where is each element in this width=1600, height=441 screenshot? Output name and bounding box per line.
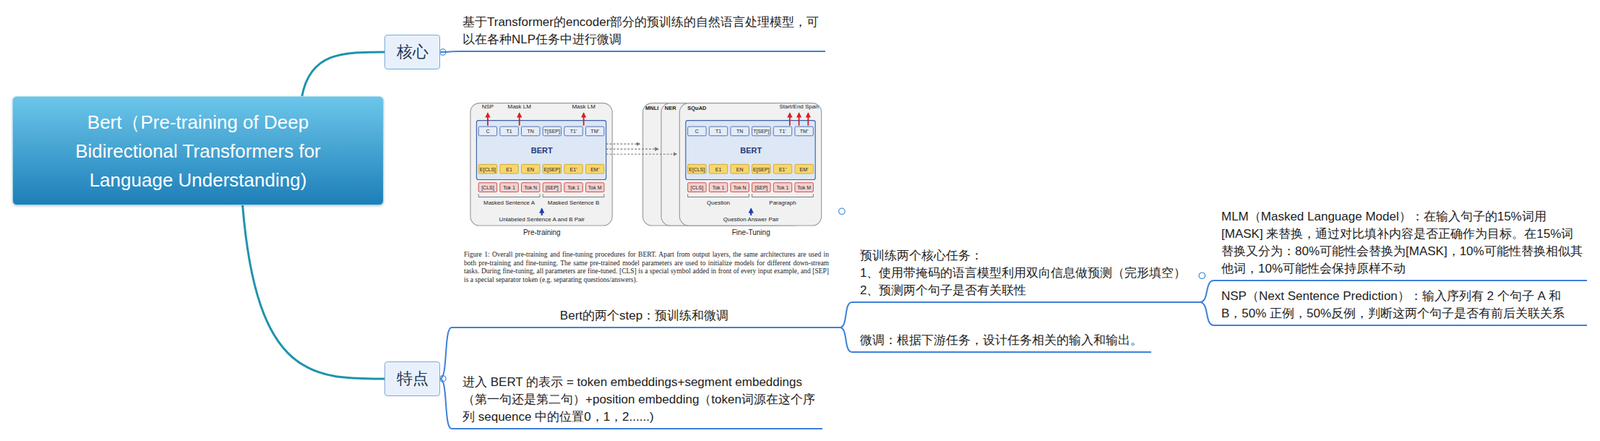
- figure-label: TM’: [590, 128, 600, 134]
- collapse-dots: [440, 49, 1206, 382]
- figure-label: BERT: [740, 145, 762, 154]
- connector: [242, 205, 385, 379]
- topic-text: 微调：根据下游任务，设计任务相关的输入和输出。: [859, 331, 1149, 350]
- pretraining-panel: [470, 103, 613, 226]
- connector: [440, 51, 460, 53]
- figure-label: Fine-Tuning: [732, 229, 771, 237]
- main-topic-box: 核心: [384, 34, 441, 70]
- figure-label: [SEP]: [754, 185, 768, 191]
- subtopic: NSP（Next Sentence Prediction）：输入序列有 2 个句…: [1214, 287, 1587, 326]
- figure-label: E1: [715, 166, 722, 172]
- topic-text: MLM（Masked Language Model）：在输入句子的15%词用[M…: [1221, 208, 1585, 278]
- transfer-arrows: [606, 143, 677, 154]
- subtopic: Bert的两个step：预训练和微调: [451, 307, 840, 329]
- subtopic: MLM（Masked Language Model）：在输入句子的15%词用[M…: [1214, 208, 1587, 282]
- figure-label: BERT: [531, 145, 553, 154]
- figure-label: T1: [715, 128, 722, 134]
- connector: [440, 378, 452, 429]
- figure-label: Tok M: [797, 185, 811, 191]
- topic-text: 进入 BERT 的表示 = token embeddings+segment e…: [462, 373, 820, 426]
- figure-label: MNLI: [645, 105, 659, 112]
- figure-label: Question: [706, 200, 730, 206]
- connector: [1199, 280, 1215, 303]
- figure-label: E[CLS]: [479, 166, 496, 172]
- figure-label: Tok M: [588, 185, 602, 191]
- connector: [839, 302, 853, 328]
- figure-label: Paragraph: [768, 200, 796, 206]
- figure-label: Start/End Span: [779, 104, 819, 110]
- figure-label: E1’: [569, 166, 577, 172]
- main-topic-box: 特点: [384, 361, 441, 397]
- figure-label: Tok N: [523, 185, 537, 191]
- figure-label: T[SEP]: [753, 128, 769, 134]
- figure-label: SQuAD: [687, 105, 707, 112]
- figure-label: EN: [736, 166, 744, 172]
- figure-label: [SEP]: [545, 185, 559, 191]
- figure-label: EM’: [590, 166, 600, 172]
- topic-text: 基于Transformer的encoder部分的预训练的自然语言处理模型，可以在…: [462, 13, 823, 49]
- figure-label: [CLS]: [690, 185, 704, 191]
- figure-label: [CLS]: [481, 185, 495, 191]
- figure-label: Tok 1: [502, 185, 516, 191]
- topic-text: Bert的两个step：预训练和微调: [451, 307, 837, 325]
- figure-label: Question Answer Pair: [723, 216, 780, 223]
- figure-label: Tok 1: [776, 185, 790, 191]
- finetuning-panel: [643, 103, 822, 226]
- figure-label: Tok 1: [567, 185, 580, 191]
- figure-label: EN: [526, 166, 535, 172]
- subtopic: 预训练两个核心任务：1、使用带掩码的语言模型利用双向信息做预测（完形填空）2、预…: [852, 247, 1200, 303]
- figure-label: Unlabeled Sentence A and B Pair: [499, 216, 585, 223]
- connector: [302, 52, 385, 97]
- figure-label: Masked Sentence A: [483, 200, 535, 206]
- figure-label: T1’: [570, 128, 578, 134]
- topic-text: NSP（Next Sentence Prediction）：输入序列有 2 个句…: [1221, 287, 1585, 323]
- figure-label: TM’: [800, 128, 809, 134]
- figure-label: TN: [736, 128, 743, 134]
- figure-label: E1: [505, 166, 513, 172]
- figure-label: C: [695, 128, 699, 134]
- figure-label: T[SEP]: [544, 128, 561, 134]
- subtopic: 微调：根据下游任务，设计任务相关的输入和输出。: [852, 331, 1152, 353]
- connector: [839, 327, 853, 352]
- connector: [440, 327, 452, 379]
- topic-text: 预训练两个核心任务：: [859, 247, 1197, 265]
- figure-label: Tok N: [733, 185, 747, 191]
- subtopic: 基于Transformer的encoder部分的预训练的自然语言处理模型，可以在…: [459, 13, 826, 53]
- topic-text: 核心: [396, 41, 429, 63]
- topic-text: Bert（Pre-training of Deep Bidirectional …: [37, 107, 359, 195]
- subtopic: 进入 BERT 的表示 = token embeddings+segment e…: [451, 373, 823, 430]
- figure-label: T1: [505, 128, 512, 134]
- connector: [1199, 302, 1215, 326]
- figure-label: EM’: [800, 166, 809, 172]
- figure-label: TN: [527, 128, 535, 134]
- topic-text: 1、使用带掩码的语言模型利用双向信息做预测（完形填空）: [859, 264, 1197, 282]
- topic-text: 特点: [396, 367, 429, 390]
- figure-label: E[SEP]: [753, 166, 770, 172]
- figure-label: Tok 1: [712, 185, 725, 191]
- figure-label: Masked Sentence B: [547, 200, 600, 206]
- figure-label: Pre-training: [523, 229, 561, 237]
- topic-text: 2、预测两个句子是否有关联性: [859, 281, 1197, 300]
- figure-label: E[SEP]: [544, 166, 561, 172]
- figure-label: Mask LM: [571, 104, 595, 110]
- figure-label: T1’: [779, 128, 787, 134]
- figure-label: E1’: [779, 166, 787, 172]
- figure-label: Mask LM: [507, 104, 531, 110]
- figure-label: NER: [664, 105, 677, 112]
- root-topic: Bert（Pre-training of Deep Bidirectional …: [12, 96, 384, 206]
- figure-label: NSP: [482, 104, 494, 110]
- figure-caption: Figure 1: Overall pre-training and fine-…: [463, 250, 829, 285]
- figure-label: E[CLS]: [688, 166, 705, 172]
- figure-label: C: [485, 128, 490, 134]
